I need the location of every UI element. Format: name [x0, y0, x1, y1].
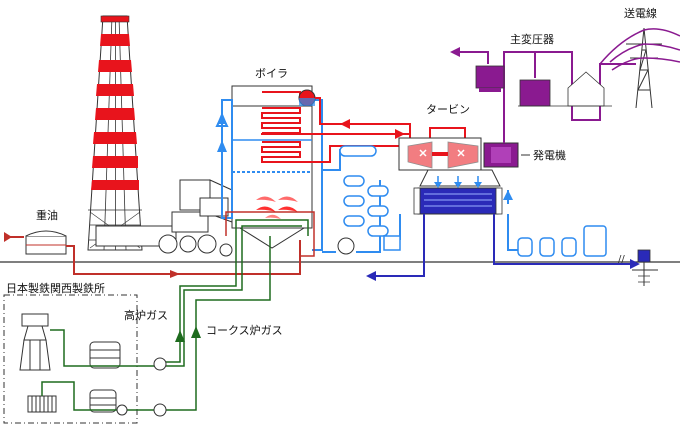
feedwater-arrow — [503, 190, 513, 200]
turbine — [398, 137, 482, 171]
coke-oven — [27, 395, 57, 413]
heavy-oil-tank — [25, 230, 67, 255]
cog-valve — [116, 404, 128, 416]
gas-holder — [89, 341, 121, 369]
generator-core — [491, 147, 511, 163]
cog-blower — [153, 403, 167, 417]
coke-gas-holder — [89, 389, 117, 413]
boiler-water-circuit — [215, 99, 323, 251]
main-steam-line — [261, 97, 466, 163]
blast-furnace — [19, 313, 51, 371]
coke-oven-gas-label: コークス炉ガス — [206, 324, 283, 337]
condenser-inflow-arrows — [434, 176, 482, 188]
blast-furnace-gas-label: 高炉ガス — [124, 308, 168, 322]
chimney — [87, 15, 143, 251]
steam-arrow — [340, 119, 350, 129]
water-arrow-up — [217, 140, 227, 152]
switchyard-building — [518, 71, 612, 107]
coke-oven-gas-line — [41, 236, 271, 411]
burner-gas-manifold — [235, 219, 309, 236]
generator-label: 発電機 — [533, 148, 566, 162]
cooling-water-line — [370, 214, 636, 277]
transmission-tower — [626, 27, 662, 109]
blast-furnace-gas-line — [50, 236, 243, 367]
main-transformer-label: 主変圧器 — [510, 32, 554, 46]
steam-drum-water — [299, 98, 315, 106]
oil-feed-line — [66, 240, 301, 275]
feed-pump — [337, 237, 355, 255]
flue-gas-duct — [95, 179, 233, 254]
boiler-label: ボイラ — [255, 67, 288, 80]
oil-burner-manifold — [225, 211, 315, 257]
transmission-wires — [599, 28, 680, 71]
steelworks-label: 日本製鉄関西製鉄所 — [6, 281, 105, 295]
heavy-oil-label: 重油 — [36, 208, 58, 222]
oil-inlet-arrow — [4, 232, 12, 242]
power-out-arrow — [450, 47, 460, 57]
feedwater-heaters — [339, 145, 389, 237]
bfg-arrow — [175, 330, 185, 342]
oil-flow-arrow — [170, 270, 180, 278]
cooling-in-arrow — [630, 259, 640, 269]
transmission-line-label: 送電線 — [624, 6, 657, 20]
water-arrow-up — [217, 112, 227, 124]
bfg-blower — [153, 357, 167, 371]
steam-arrow — [395, 129, 405, 139]
seawater-pump: // — [618, 249, 658, 286]
deaerator — [383, 235, 401, 251]
burner-flames — [256, 196, 298, 219]
gas-fan — [219, 243, 233, 257]
cooling-out-arrow — [366, 271, 376, 281]
steelworks-boundary — [3, 294, 138, 424]
water-treatment-tanks — [517, 225, 607, 257]
turbine-label: タービン — [426, 103, 470, 116]
cog-arrow — [191, 326, 201, 338]
svg-text://: // — [618, 254, 625, 265]
